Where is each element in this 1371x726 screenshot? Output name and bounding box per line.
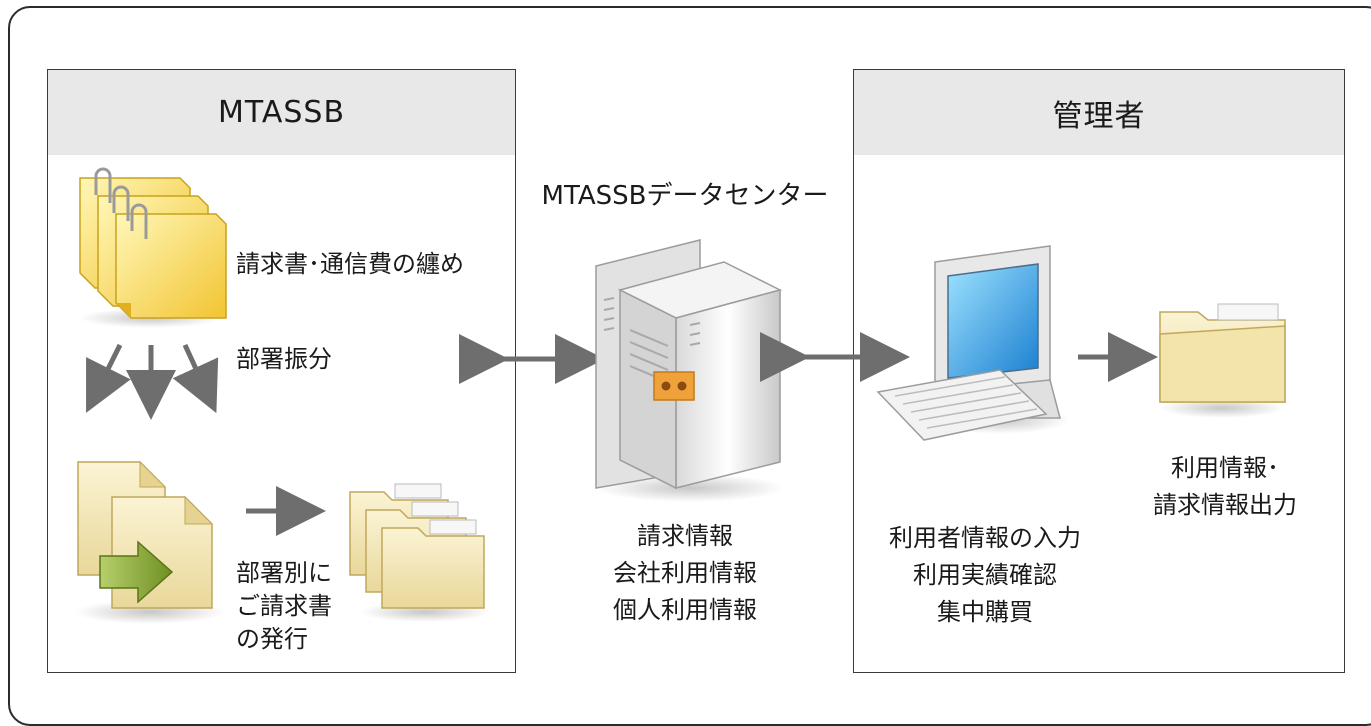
consolidate-invoices-label: 請求書･通信費の纏め [236, 250, 464, 278]
pc-line-3: 集中購買 [937, 598, 1033, 626]
pc-line-2: 利用実績確認 [913, 561, 1057, 589]
admin-panel-title: 管理者 [854, 70, 1344, 155]
folder-icon [1159, 303, 1286, 418]
department-invoice-line-1: 部署別に [236, 559, 332, 587]
pc-line-1: 利用者情報の入力 [889, 524, 1081, 552]
folder-stack-icon [349, 483, 490, 622]
center-line-2: 会社利用情報 [613, 559, 757, 587]
server-icon [595, 239, 785, 502]
output-line-2: 請求情報出力 [1153, 491, 1297, 519]
mtassb-panel-title: MTASSB [48, 70, 515, 155]
department-invoice-line-3: の発行 [236, 625, 308, 653]
computer-icon [876, 245, 1070, 441]
center-line-3: 個人利用情報 [613, 596, 757, 624]
output-line-1: 利用情報･ [1171, 454, 1279, 482]
center-line-1: 請求情報 [637, 522, 733, 550]
department-invoice-line-2: ご請求書 [236, 592, 332, 620]
department-sorting-label: 部署振分 [236, 345, 332, 373]
clipped-documents-icon [79, 167, 227, 328]
datacenter-title: MTASSBデータセンター [541, 181, 829, 211]
distribute-arrows [86, 343, 219, 420]
document-export-icon [75, 460, 225, 624]
